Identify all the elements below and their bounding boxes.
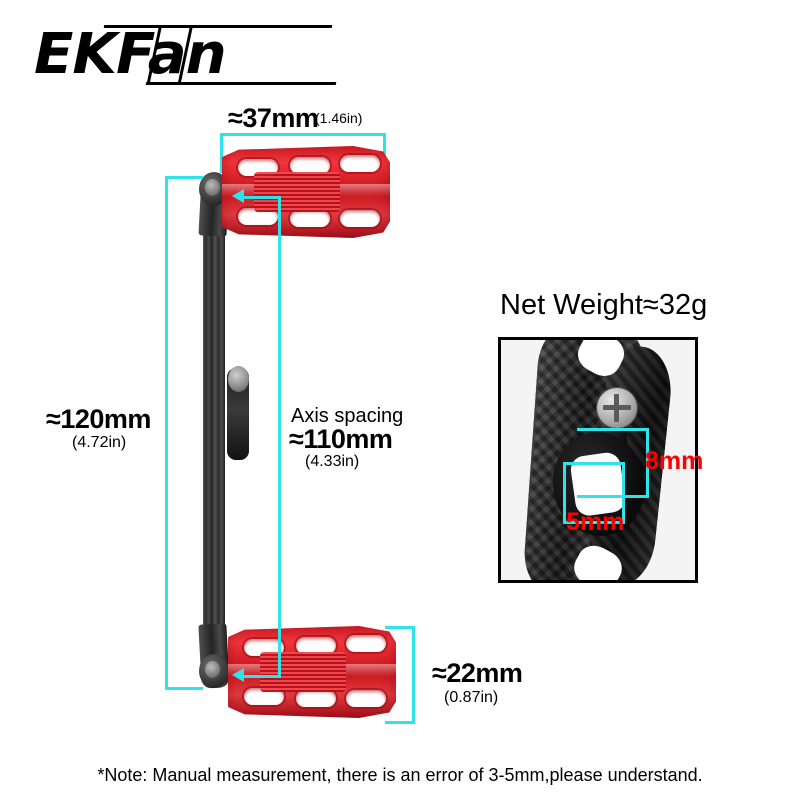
width-top-bracket-line xyxy=(220,133,386,136)
knob-height-inches: (0.87in) xyxy=(444,689,499,706)
hole-width-box-bottom xyxy=(563,521,625,524)
hole-height-label: 8mm xyxy=(645,447,704,475)
screw-slot-horizontal xyxy=(603,405,631,410)
axis-spacing-value: ≈110mm xyxy=(289,424,393,454)
axis-spacing-inches: (4.33in) xyxy=(305,453,360,470)
axis-spacing-top-arrow xyxy=(232,189,244,203)
knob-slot xyxy=(244,688,284,705)
knob-slot xyxy=(340,155,380,172)
logo-decor-bottom-bar xyxy=(145,82,337,85)
lower-knob-knurled-band xyxy=(260,652,346,692)
hole-height-box-bottom xyxy=(577,495,649,498)
upper-knob-knurled-band xyxy=(254,172,340,212)
axis-spacing-caption: Axis spacing xyxy=(291,405,404,427)
length-left-bracket-line xyxy=(165,176,168,690)
carbon-fiber-shaft xyxy=(203,176,225,684)
net-weight-title: Net Weight≈32g xyxy=(500,289,708,321)
length-left-value: ≈120mm xyxy=(46,404,151,434)
length-left-bottom-tick xyxy=(165,687,203,690)
axis-spacing-bottom-arrow xyxy=(232,668,244,682)
axis-spacing-line xyxy=(278,196,281,678)
knob-slot xyxy=(290,210,330,227)
knob-slot xyxy=(296,690,336,707)
hole-width-label: 5mm xyxy=(566,508,625,536)
width-top-inches: (1.46in) xyxy=(315,110,363,126)
hole-width-box-right xyxy=(622,462,625,524)
knob-slot xyxy=(244,639,284,656)
knob-height-value: ≈22mm xyxy=(432,658,523,688)
width-top-bracket-left-tick xyxy=(220,133,223,173)
brand-logo: EKFan xyxy=(34,22,337,88)
knob-height-bottom-tick xyxy=(385,721,415,724)
brand-logo-text: EKFan xyxy=(34,22,227,87)
hole-height-box-right xyxy=(646,428,649,498)
knob-slot xyxy=(346,635,386,652)
knob-slot xyxy=(290,157,330,174)
measurement-note: *Note: Manual measurement, there is an e… xyxy=(97,765,703,785)
center-mounting-boss xyxy=(227,368,249,460)
upper-red-knob xyxy=(222,146,390,238)
knob-slot xyxy=(340,210,380,227)
phillips-screw-icon xyxy=(597,388,637,428)
lower-red-knob xyxy=(228,626,396,718)
hole-height-box-top xyxy=(577,428,649,431)
hole-width-box-left xyxy=(563,462,566,524)
detail-photo-inset xyxy=(498,337,698,583)
lower-hub-screw xyxy=(205,661,220,678)
knob-slot xyxy=(238,159,278,176)
knob-height-top-tick xyxy=(385,626,415,629)
knob-height-bracket-line xyxy=(412,626,415,724)
length-left-top-tick xyxy=(165,176,203,179)
center-mounting-cap xyxy=(228,366,249,392)
width-top-value: ≈37mm xyxy=(228,103,319,133)
logo-decor-top-bar xyxy=(103,25,333,28)
axis-spacing-bottom-tick xyxy=(242,675,281,678)
axis-spacing-top-tick xyxy=(242,196,281,199)
hole-width-box-top xyxy=(563,462,625,465)
knob-slot xyxy=(296,637,336,654)
knob-slot xyxy=(238,208,278,225)
length-left-inches: (4.72in) xyxy=(72,434,127,451)
knob-slot xyxy=(346,690,386,707)
upper-hub-screw xyxy=(205,179,220,196)
